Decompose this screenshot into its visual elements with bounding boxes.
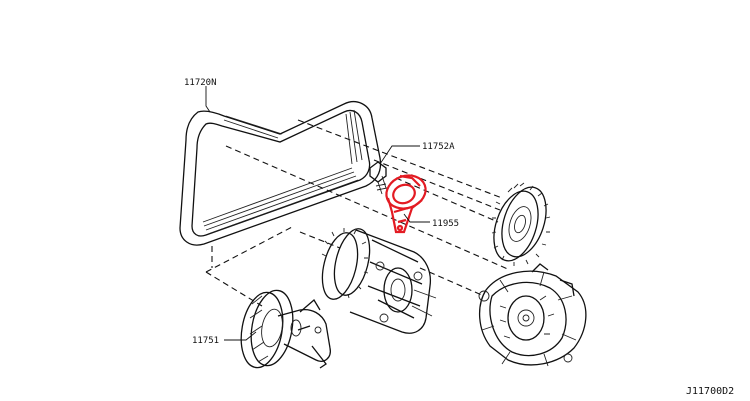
tensioner-bolt[interactable] (369, 161, 388, 195)
idler-pulley[interactable] (236, 287, 331, 371)
drive-belt[interactable] (179, 101, 382, 246)
diagram-code: J11700D2 (686, 386, 734, 397)
leader-lines (205, 86, 430, 341)
alternator[interactable] (478, 263, 587, 367)
compressor-assembly[interactable] (316, 225, 437, 334)
idler-pulley-part-number[interactable]: 11751 (192, 336, 219, 346)
belt-part-number[interactable]: 11720N (184, 78, 217, 88)
tensioner-part-number[interactable]: 11955 (432, 219, 459, 229)
bolt-part-number[interactable]: 11752A (422, 142, 455, 152)
tensioner-highlighted[interactable] (382, 170, 431, 234)
alignment-lines (205, 119, 511, 307)
crankshaft-pulley[interactable] (486, 182, 554, 267)
